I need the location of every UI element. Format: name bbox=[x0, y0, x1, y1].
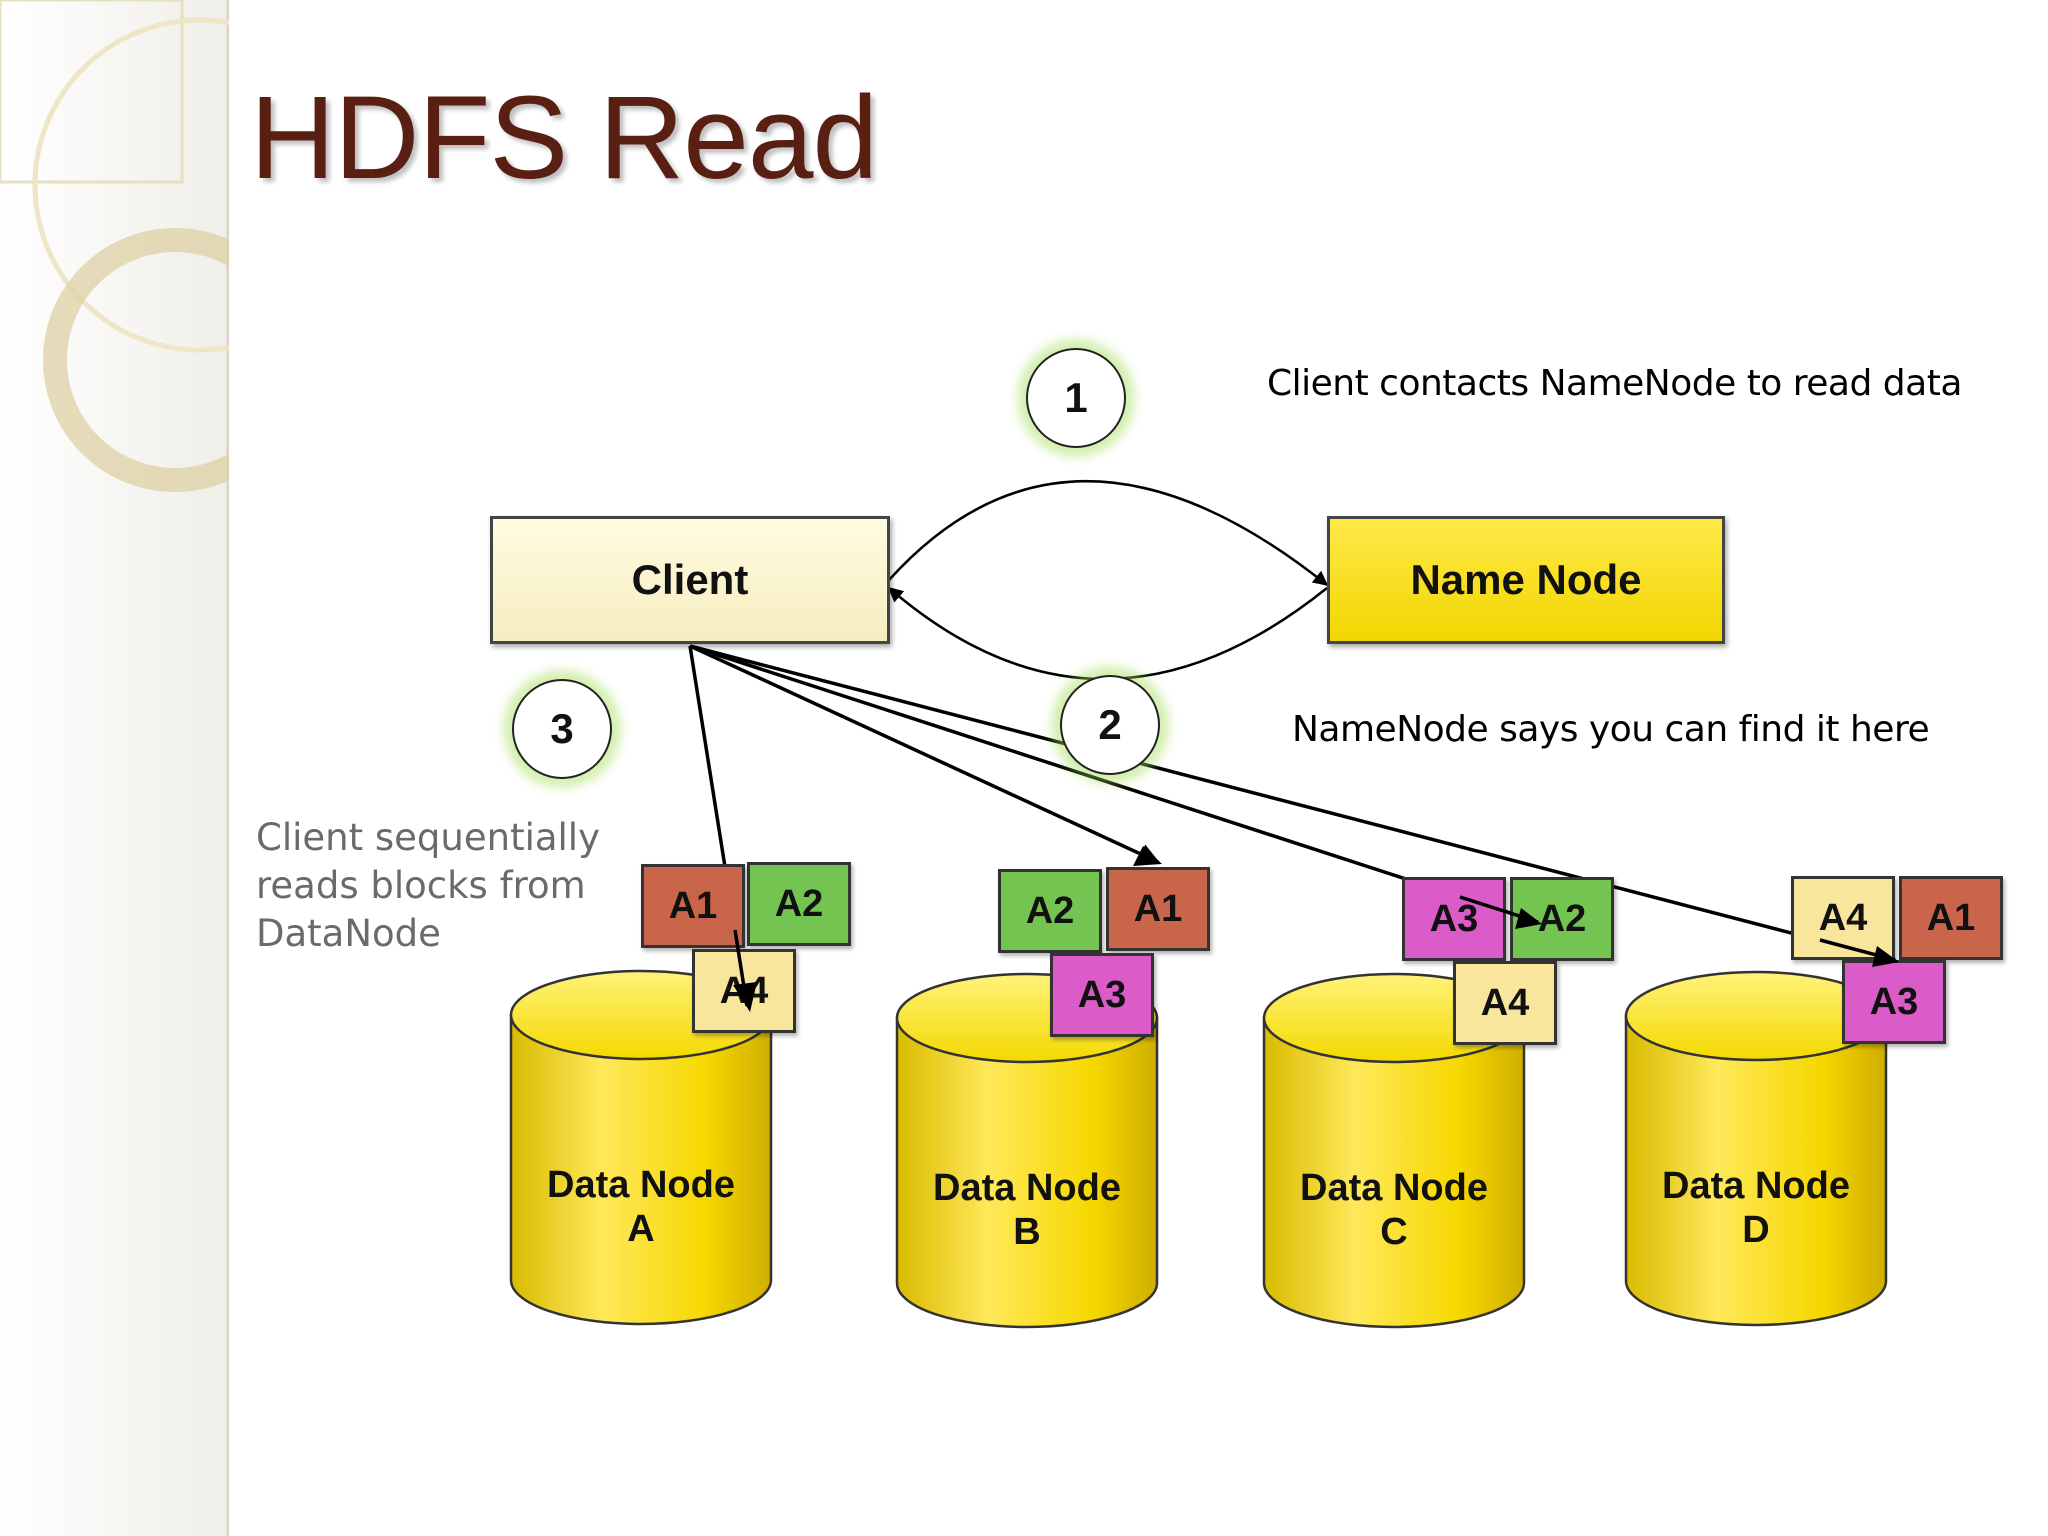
block-a4: A4 bbox=[1791, 876, 1895, 960]
data-node-a-cylinder bbox=[509, 969, 773, 1326]
data-node-d-label: Data Node D bbox=[1625, 1164, 1887, 1252]
step-3-caption: Client sequentially reads blocks from Da… bbox=[256, 814, 600, 958]
data-node-name: Data Node bbox=[547, 1164, 735, 1206]
arrow-read-datanode-b bbox=[689, 644, 1160, 864]
data-node-b-label: Data Node B bbox=[896, 1166, 1158, 1254]
slide-title: HDFS Read bbox=[250, 72, 878, 204]
step-2-badge: 2 bbox=[1060, 675, 1160, 775]
block-a2: A2 bbox=[747, 862, 851, 946]
arrowhead bbox=[733, 982, 757, 1012]
block-a3: A3 bbox=[1050, 953, 1154, 1037]
data-node-id: D bbox=[1742, 1209, 1770, 1251]
step-3-caption-line: DataNode bbox=[256, 912, 441, 955]
ring-mask bbox=[229, 0, 529, 1536]
client-box: Client bbox=[490, 516, 890, 644]
block-a3: A3 bbox=[1402, 877, 1506, 961]
step-1-badge: 1 bbox=[1026, 348, 1126, 448]
block-a4: A4 bbox=[1453, 961, 1557, 1045]
data-node-b-cylinder bbox=[895, 972, 1159, 1329]
data-node-name: Data Node bbox=[1662, 1165, 1850, 1207]
step-3-badge: 3 bbox=[512, 679, 612, 779]
name-node-box: Name Node bbox=[1327, 516, 1725, 644]
step-3-caption-line: Client sequentially bbox=[256, 816, 600, 859]
step-2-caption: NameNode says you can find it here bbox=[1292, 709, 1930, 750]
data-node-a-label: Data Node A bbox=[510, 1163, 772, 1251]
arrow-client-to-namenode bbox=[888, 480, 1329, 586]
block-a2: A2 bbox=[998, 869, 1102, 953]
block-a1: A1 bbox=[1899, 876, 2003, 960]
data-node-id: C bbox=[1380, 1211, 1408, 1253]
data-node-c-label: Data Node C bbox=[1263, 1166, 1525, 1254]
arrow-read-datanode-d bbox=[689, 644, 1898, 966]
arrowhead bbox=[1872, 946, 1899, 967]
block-a1: A1 bbox=[1106, 867, 1210, 951]
name-node-label: Name Node bbox=[1410, 556, 1642, 603]
block-a1: A1 bbox=[641, 864, 745, 948]
client-label: Client bbox=[631, 556, 749, 603]
arrowhead bbox=[1133, 846, 1162, 866]
corner-square bbox=[0, 0, 184, 184]
step-3-caption-line: reads blocks from bbox=[256, 864, 586, 907]
data-node-id: A bbox=[627, 1208, 655, 1250]
data-node-name: Data Node bbox=[1300, 1167, 1488, 1209]
data-node-id: B bbox=[1013, 1211, 1041, 1253]
arrowhead bbox=[1515, 908, 1542, 929]
data-node-name: Data Node bbox=[933, 1167, 1121, 1209]
step-1-caption: Client contacts NameNode to read data bbox=[1267, 363, 1962, 404]
data-node-d-cylinder bbox=[1624, 970, 1888, 1327]
arrow-read-datanode-c bbox=[689, 644, 1540, 927]
